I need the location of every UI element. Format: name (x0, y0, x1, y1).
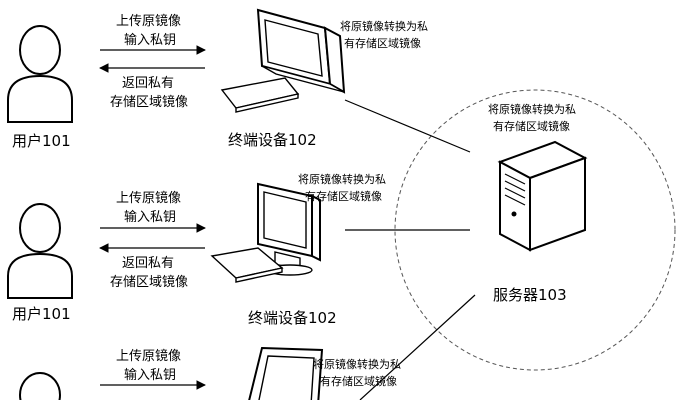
device-note-line2-2: 有存储区域镜像 (305, 189, 382, 203)
device-label-1: 终端设备102 (228, 131, 317, 149)
laptop-icon-3 (248, 346, 324, 400)
device-label-2: 终端设备102 (248, 309, 337, 327)
user-label-1: 用户101 (12, 132, 71, 150)
user-icon-2 (7, 203, 73, 299)
upload-line1-1: 上传原镜像 (116, 14, 181, 29)
device-note-line2-3: 有存储区域镜像 (320, 374, 397, 388)
return-line1-2: 返回私有 (122, 256, 174, 271)
user-label-2: 用户101 (12, 305, 71, 323)
desktop-computer-icon-1 (220, 8, 346, 113)
server-note-line1: 将原镜像转换为私 (488, 102, 576, 116)
device-note-line1-2: 将原镜像转换为私 (298, 172, 386, 186)
user-icon-1 (7, 25, 73, 123)
upload-line2-1: 输入私钥 (124, 32, 176, 48)
upload-line2-3: 输入私钥 (124, 367, 176, 383)
device-note-line1-3: 将原镜像转换为私 (313, 357, 401, 371)
return-line2-2: 存储区域镜像 (110, 275, 188, 290)
server-tower-icon (497, 140, 588, 252)
connector-line-3 (359, 294, 476, 400)
upload-line1-3: 上传原镜像 (116, 349, 181, 364)
server-zone-circle (394, 89, 676, 371)
upload-line1-2: 上传原镜像 (116, 191, 181, 206)
upload-line2-2: 输入私钥 (124, 209, 176, 225)
return-line2-1: 存储区域镜像 (110, 95, 188, 110)
server-label: 服务器103 (493, 286, 567, 304)
connector-line-1 (344, 99, 471, 153)
flat-panel-computer-icon-2 (210, 182, 321, 283)
device-note-line2-1: 有存储区域镜像 (344, 36, 421, 50)
device-note-line1-1: 将原镜像转换为私 (340, 19, 428, 33)
server-note-line2: 有存储区域镜像 (493, 119, 570, 133)
user-icon-3 (19, 372, 61, 400)
return-line1-1: 返回私有 (122, 76, 174, 91)
